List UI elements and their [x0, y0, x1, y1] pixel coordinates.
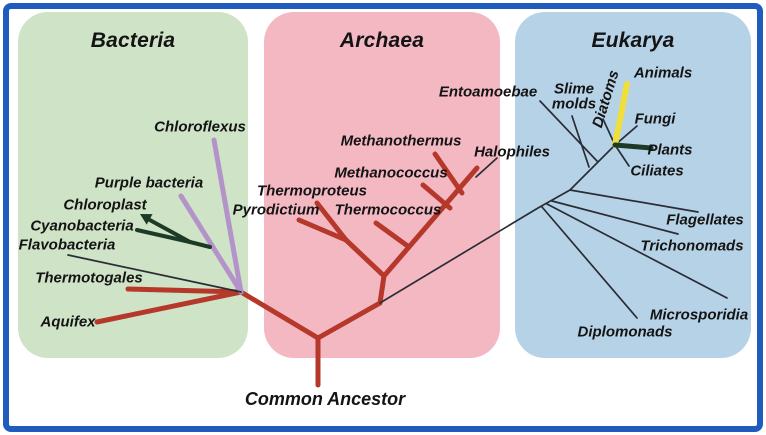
branch-eukarya-main — [379, 144, 616, 304]
branch-ciliates — [614, 144, 630, 167]
branch-crenarchaeota-stem — [343, 237, 387, 279]
branch-plants — [612, 142, 654, 151]
branch-trichonomads — [551, 200, 679, 235]
chloroplast-arrowhead — [140, 214, 153, 225]
branch-methanothermus — [432, 151, 465, 196]
branch-halophiles — [475, 157, 498, 178]
domain-box-bacteria: Bacteria — [18, 12, 248, 358]
branch-diplomonads — [541, 206, 638, 319]
branch-pyrodictium — [296, 217, 349, 243]
branch-cyano-stem — [188, 240, 212, 249]
domain-title-archaea: Archaea — [339, 29, 425, 52]
branch-slime-molds — [571, 115, 590, 168]
branch-thermoproteus — [314, 200, 349, 243]
branch-archaea-stem — [377, 273, 387, 306]
branch-cyanobacteria-arm — [135, 228, 192, 244]
branch-chloroflexus — [211, 137, 244, 295]
branch-entoamoebae — [539, 100, 598, 162]
domain-title-bacteria: Bacteria — [90, 29, 176, 52]
branch-thermotogales — [125, 286, 244, 295]
branch-aquifex — [94, 289, 244, 325]
branch-chloroplast-arm — [146, 217, 192, 244]
branch-root-to-bacteria — [238, 289, 321, 341]
branch-methanococcus — [420, 182, 453, 211]
branch-purple-bacteria — [178, 193, 244, 295]
branch-flagellates — [569, 189, 699, 213]
domain-box-eukarya: Eukarya — [515, 12, 751, 358]
branch-thermococcus — [373, 220, 412, 250]
branch-microsporidia — [546, 203, 728, 299]
domain-title-eukarya: Eukarya — [591, 29, 675, 52]
branch-root-to-archaea — [315, 300, 383, 341]
branch-euryarchaeota-spine — [381, 165, 480, 279]
branch-animals — [612, 81, 630, 148]
branch-flavobacteria — [67, 254, 242, 293]
